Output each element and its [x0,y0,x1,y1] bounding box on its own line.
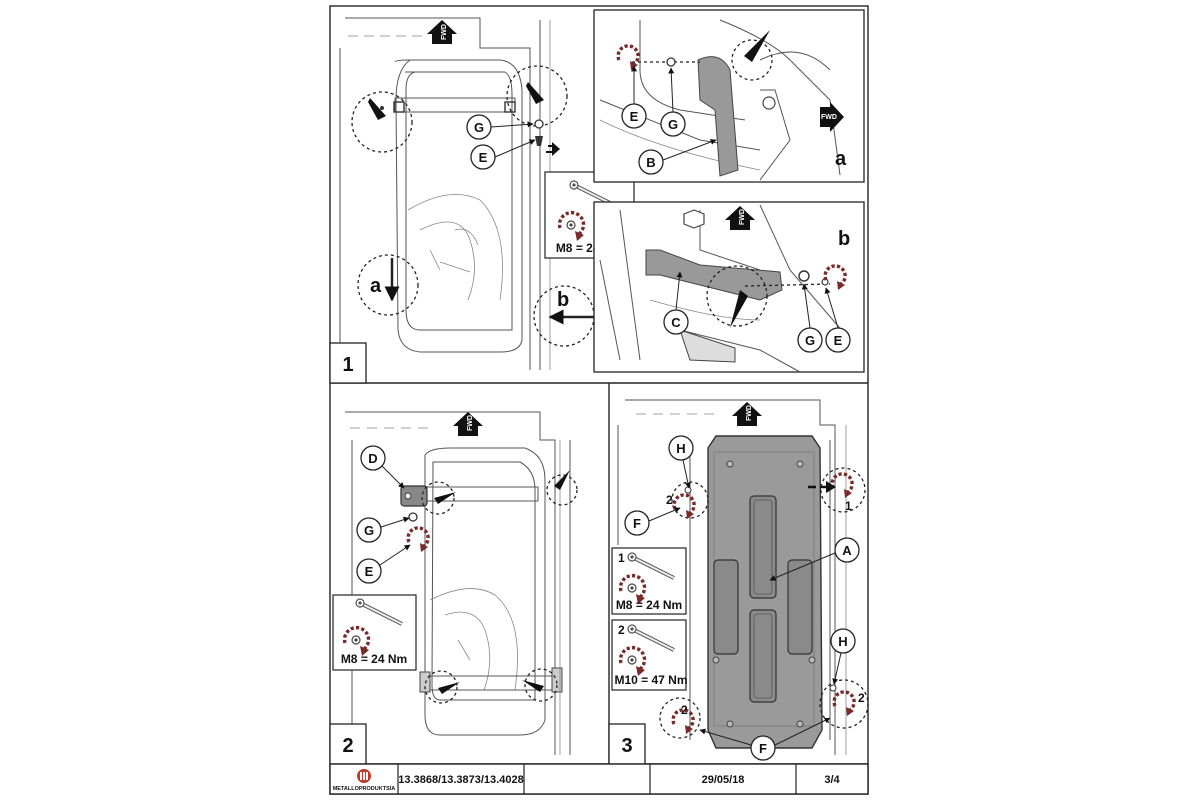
svg-text:2: 2 [618,623,625,637]
svg-text:FWD: FWD [746,405,753,421]
callout-G-b: G [797,283,823,353]
svg-text:D: D [368,451,377,466]
torque-box-panel-2: M8 = 24 Nm [332,594,417,671]
svg-text:G: G [364,523,374,538]
svg-text:2: 2 [342,735,353,757]
marker-2: 2 [666,493,673,507]
step-number-2: 2 [329,723,367,765]
footer: METALLOPRODUKTSIA 13.3868/13.3873/13.402… [329,763,869,795]
torque-box-2: 2 M10 = 47 Nm [611,619,688,691]
marker-2: 2 [858,691,865,705]
bolt-arrow-icon [526,82,544,104]
panel-2-drawing [345,411,571,755]
callout-G-a: G [660,67,686,137]
callout-B-a: B [638,139,717,175]
svg-text:FWD: FWD [739,209,746,225]
svg-text:C: C [671,315,681,330]
svg-text:FWD: FWD [821,114,837,121]
detail-circle-left [351,91,413,153]
detail-circle-right [506,65,568,127]
svg-text:G: G [805,333,815,348]
svg-text:3: 3 [621,735,632,757]
svg-text:F: F [759,741,767,756]
svg-text:M10 = 47 Nm: M10 = 47 Nm [614,673,687,687]
marker-1: 1 [845,499,852,513]
fwd-label: FWD [441,24,448,40]
detail-tag-a: a [835,148,847,170]
callout-H-bottom: H [830,628,856,685]
callout-C-b: C [663,271,689,335]
callout-F-bottom: F [699,717,831,761]
torque-box-1: 1 M8 = 24 Nm [611,547,687,615]
detail-marker-b: b [557,289,569,311]
svg-text:E: E [834,333,843,348]
svg-text:F: F [633,516,641,531]
callout-E: E [470,139,536,170]
detail-circle-a [357,254,419,316]
detail-marker-a: a [370,275,382,297]
svg-text:G: G [474,120,484,135]
step-number-1: 1 [329,342,367,384]
detail-tag-b: b [838,228,850,250]
svg-text:M8 = 24 Nm: M8 = 24 Nm [616,598,682,612]
bracket-D [400,485,428,507]
svg-text:M8 = 24 Nm: M8 = 24 Nm [341,652,407,666]
svg-text:A: A [842,543,852,558]
callout-E-b: E [824,287,851,353]
svg-text:B: B [646,155,655,170]
callout-A: A [769,537,860,581]
svg-text:E: E [365,564,374,579]
page-number: 3/4 [824,774,840,786]
callout-E-a: E [621,65,647,129]
svg-text:1: 1 [342,354,353,376]
svg-text:H: H [676,441,685,456]
callout-G: G [356,516,410,543]
panel-2: FWD D G E M8 = [329,411,578,765]
marker-2: 2 [681,703,688,717]
panel-1: FWD G E a b M8 = 24 Nm [329,9,865,384]
skid-plate-A [707,435,823,749]
detail-view-a: FWD E G B a [593,9,865,183]
svg-text:H: H [838,634,847,649]
callout-G: G [466,114,534,140]
brand-logo: METALLOPRODUKTSIA [333,769,396,792]
svg-text:1: 1 [618,551,625,565]
step-number-3: 3 [608,723,646,765]
callout-F-top: F [624,507,681,536]
panel-3: FWD 2 1 2 [608,399,869,765]
svg-text:G: G [668,117,678,132]
revision-date: 29/05/18 [702,774,745,786]
part-numbers: 13.3868/13.3873/13.4028 [398,774,523,786]
panel-1-drawing [339,17,551,375]
svg-text:E: E [479,150,488,165]
svg-text:FWD: FWD [467,415,474,431]
brand-name: METALLOPRODUKTSIA [333,786,396,792]
callout-E: E [356,544,411,584]
svg-text:E: E [630,109,639,124]
callout-D: D [360,445,405,489]
callout-H-top: H [668,435,694,489]
detail-view-b: FWD b C G E [593,201,865,373]
